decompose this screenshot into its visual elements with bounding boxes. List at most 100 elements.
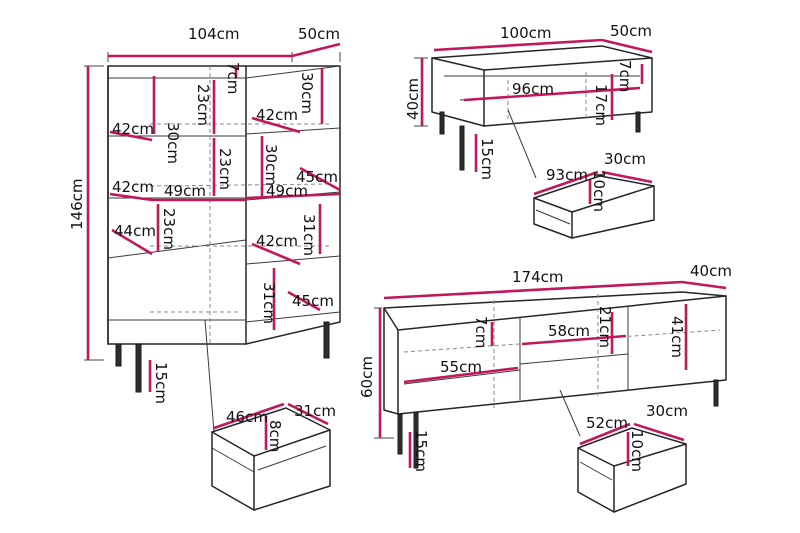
cabinet-left-shelf-width-label: 49cm bbox=[164, 182, 206, 200]
cabinet-right-mid-height-label: 30cm bbox=[262, 144, 280, 186]
sideboard-width-label: 174cm bbox=[512, 268, 564, 286]
cabinet-drawer-width-line bbox=[213, 402, 285, 430]
sideboard-left-shelf bbox=[403, 369, 521, 385]
cabinet-top-left-height-label: 30cm bbox=[164, 122, 182, 164]
sideboard-drawer-depth-line bbox=[633, 422, 685, 442]
table-width-label: 100cm bbox=[500, 24, 552, 42]
cabinet-right-outer-depth-upper-label: 45cm bbox=[296, 168, 338, 186]
sideboard-drawer-drawing: 52cm 30cm 10cm bbox=[577, 402, 688, 513]
cabinet-leg-1 bbox=[115, 343, 122, 367]
cabinet-depth-line bbox=[291, 42, 341, 58]
table-depth-line bbox=[601, 38, 653, 54]
sideboard-drawer-inner bbox=[579, 461, 613, 481]
table-inner-height-label: 17cm bbox=[592, 84, 610, 126]
sideboard-height-label: 60cm bbox=[358, 356, 376, 398]
cabinet-right-outer-depth-lower-label: 45cm bbox=[292, 292, 334, 310]
sideboard-top-front bbox=[397, 295, 727, 331]
cabinet-dimensions bbox=[86, 42, 341, 392]
cabinet-lower-left-depth-line bbox=[111, 228, 153, 256]
table-outline bbox=[431, 45, 653, 127]
table-top-front bbox=[483, 57, 653, 71]
sideboard-leg-height-label: 15cm bbox=[412, 430, 430, 472]
sideboard-middle-width-line bbox=[521, 334, 627, 346]
cabinet-right-outer-depth-upper-line bbox=[299, 166, 341, 192]
table-drawer-drawing: 93cm 30cm 10cm bbox=[533, 150, 655, 239]
cabinet-drawer-front-top bbox=[211, 431, 255, 457]
cabinet-depth-label: 50cm bbox=[298, 25, 340, 43]
sideboard-drawer-front-top bbox=[577, 447, 615, 467]
cabinet-drawer-depth-line bbox=[287, 402, 329, 426]
table-drawer-width-line bbox=[533, 170, 599, 196]
cabinet-right-shelf-width-label: 49cm bbox=[266, 182, 308, 200]
cabinet-back-dash-2 bbox=[149, 183, 331, 187]
cabinet-top-gap-label: 7cm bbox=[224, 62, 242, 94]
table-leg-height-label: 15cm bbox=[478, 138, 496, 180]
cabinet-left-shelf-3 bbox=[107, 239, 247, 259]
sideboard-leg-1 bbox=[397, 413, 403, 455]
sideboard-depth-label: 40cm bbox=[690, 262, 732, 280]
cabinet-right-outer-depth-lower-line bbox=[287, 290, 321, 312]
cabinet-drawer-leader bbox=[204, 319, 215, 433]
cabinet-drawer-width-label: 46cm bbox=[226, 408, 268, 426]
sideboard-left-inner-width-label: 55cm bbox=[440, 358, 482, 376]
cabinet-right-lower-depth-label: 42cm bbox=[256, 232, 298, 250]
sideboard-middle-width-label: 58cm bbox=[548, 322, 590, 340]
table-drawer-depth-line bbox=[601, 170, 653, 184]
cabinet-top-mid-height-label: 23cm bbox=[194, 84, 212, 126]
sideboard-left-inner-width-line bbox=[403, 366, 519, 384]
sideboard-drawing bbox=[374, 291, 727, 469]
sideboard-drawer-height-label: 10cm bbox=[628, 430, 646, 472]
cabinet-height-label: 146cm bbox=[68, 179, 86, 231]
table-drawer-outline bbox=[533, 175, 655, 239]
table-leg-2 bbox=[459, 125, 465, 171]
cabinet-middle-left-depth-line bbox=[109, 192, 153, 202]
table-top-gap-label: 7cm bbox=[616, 60, 634, 92]
cabinet-top-left-depth-line bbox=[109, 130, 153, 142]
sideboard-drawer-width-label: 52cm bbox=[586, 414, 628, 432]
cabinet-middle-left-depth-label: 42cm bbox=[112, 178, 154, 196]
cabinet-drawer-drawing: 46cm 31cm 8cm bbox=[211, 402, 336, 511]
cabinet-leg-3 bbox=[323, 321, 330, 359]
table-width-line bbox=[433, 38, 603, 52]
sideboard-leg-2 bbox=[413, 411, 419, 469]
table-drawer-inner bbox=[535, 209, 571, 225]
table-leg-1 bbox=[439, 111, 445, 135]
sideboard-mid-shelf bbox=[519, 353, 629, 365]
cabinet-right-lower-depth-line bbox=[251, 242, 301, 266]
table-inner-width-line bbox=[463, 86, 641, 102]
cabinet-drawer-height-label: 8cm bbox=[266, 420, 284, 452]
sideboard-dimensions: 174cm 40cm 60cm 7cm 58cm 21cm 55cm 41cm … bbox=[358, 262, 732, 472]
table-drawer-width-label: 93cm bbox=[546, 166, 588, 184]
sideboard-depth-line bbox=[681, 280, 727, 290]
cabinet-drawer-inner-line-2 bbox=[257, 445, 327, 471]
cabinet-drawer-outline bbox=[211, 407, 331, 511]
cabinet-right-low-height-label: 31cm bbox=[300, 214, 318, 256]
cabinet-left-mid-height-label: 23cm bbox=[216, 148, 234, 190]
table-drawer-front-top bbox=[533, 197, 573, 213]
table-drawer-leader bbox=[507, 109, 537, 179]
cabinet-left-low-height-label: 23cm bbox=[160, 208, 178, 250]
table-leg-3 bbox=[635, 111, 641, 133]
table-top-front-left bbox=[431, 57, 485, 71]
sideboard-drawer-depth-label: 30cm bbox=[646, 402, 688, 420]
cabinet-right-shelf-width-line bbox=[245, 192, 341, 200]
sideboard-middle-height-label: 21cm bbox=[596, 306, 614, 348]
cabinet-right-upper-depth-line bbox=[251, 116, 301, 134]
cabinet-labels: 104cm 50cm 146cm 30cm 23cm 7cm 30cm 42cm… bbox=[68, 25, 340, 404]
cabinet-drawer-depth-label: 31cm bbox=[294, 402, 336, 420]
table-drawer-height-label: 10cm bbox=[590, 170, 608, 212]
table-dimensions: 100cm 50cm 40cm 96cm 7cm 17cm 15cm bbox=[404, 22, 653, 180]
table-height-label: 40cm bbox=[404, 78, 422, 120]
cabinet-width-label: 104cm bbox=[188, 25, 240, 43]
cabinet-leg-height-label: 15cm bbox=[152, 362, 170, 404]
cabinet-right-top-height-label: 30cm bbox=[298, 72, 316, 114]
sideboard-leg-3 bbox=[713, 379, 719, 407]
table-drawer-depth-label: 30cm bbox=[604, 150, 646, 168]
sideboard-outline bbox=[383, 291, 727, 415]
sideboard-right-height-label: 41cm bbox=[668, 316, 686, 358]
sideboard-drawer-outline bbox=[577, 427, 687, 513]
sideboard-drawer-side-top bbox=[613, 443, 687, 467]
cabinet-top-right bbox=[245, 65, 341, 79]
